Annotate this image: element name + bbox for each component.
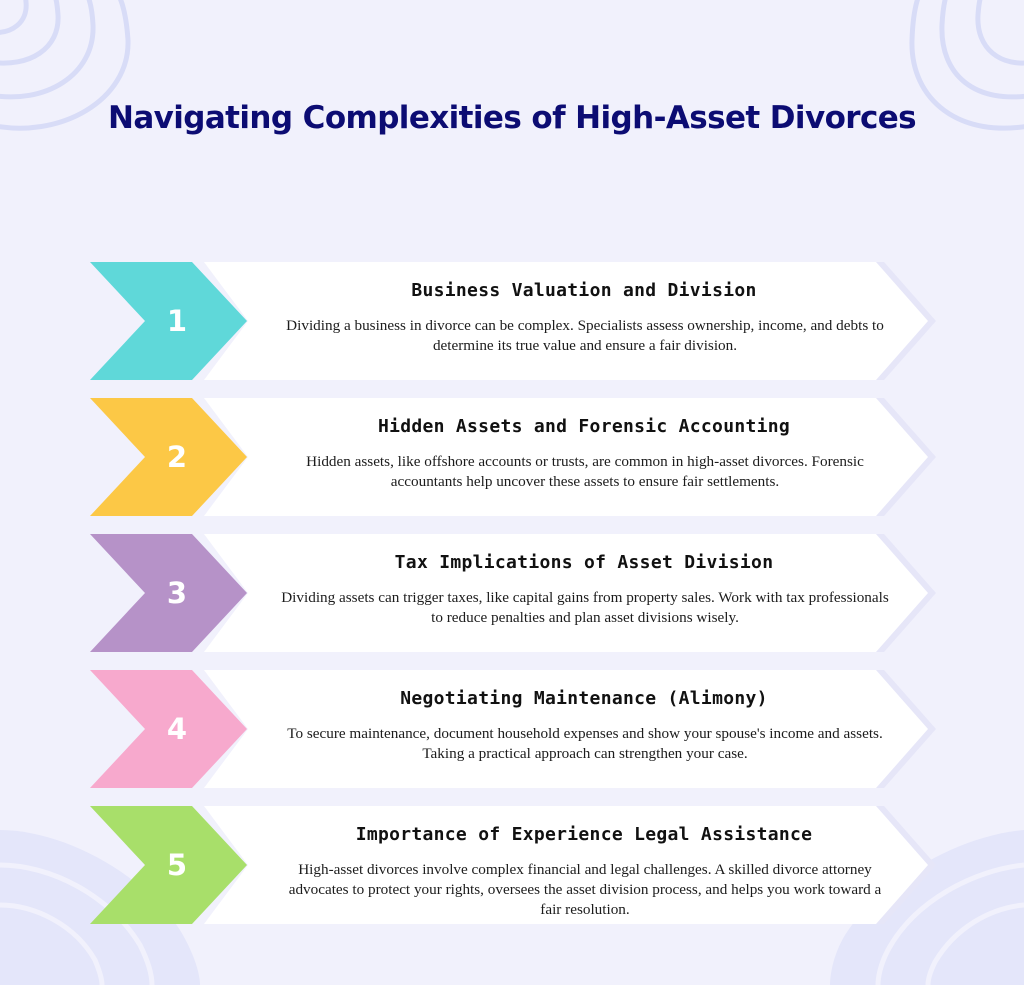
step-number: 1	[166, 304, 188, 338]
chevron-marker	[90, 534, 247, 652]
step-heading: Importance of Experience Legal Assistanc…	[355, 824, 813, 845]
step-heading: Hidden Assets and Forensic Accounting	[377, 416, 791, 437]
step-description: Hidden assets, like offshore accounts or…	[306, 453, 864, 490]
step-heading: Negotiating Maintenance (Alimony)	[400, 688, 768, 709]
step-heading: Business Valuation and Division	[411, 280, 757, 301]
chevron-marker	[90, 670, 247, 788]
card-background	[204, 534, 928, 652]
step-description: To secure maintenance, document househol…	[287, 725, 883, 762]
card-background	[204, 398, 928, 516]
step-card-2: 2 Hidden Assets and Forensic Accounting …	[0, 398, 1024, 516]
step-description: High-asset divorces involve complex fina…	[288, 861, 882, 918]
step-card-4: 4 Negotiating Maintenance (Alimony) To s…	[0, 670, 1024, 788]
step-3-shape	[90, 534, 936, 652]
step-heading: Tax Implications of Asset Division	[394, 552, 774, 573]
step-card-5: 5 Importance of Experience Legal Assista…	[0, 806, 1024, 924]
card-background	[204, 262, 928, 380]
chevron-marker	[90, 398, 247, 516]
step-2-shape	[90, 398, 936, 516]
chevron-marker	[90, 806, 247, 924]
step-card-1: 1 Business Valuation and Division Dividi…	[0, 262, 1024, 380]
step-number: 5	[166, 848, 188, 882]
page-title: Navigating Complexities of High-Asset Di…	[107, 100, 917, 136]
chevron-marker	[90, 262, 247, 380]
step-description: Dividing a business in divorce can be co…	[286, 317, 884, 354]
step-4-shape	[90, 670, 936, 788]
step-number: 3	[166, 576, 188, 610]
card-background	[204, 806, 928, 924]
step-5-shape	[90, 806, 936, 924]
step-1-shape	[90, 262, 936, 380]
step-number: 4	[166, 712, 188, 746]
card-background	[204, 670, 928, 788]
step-description: Dividing assets can trigger taxes, like …	[281, 589, 889, 626]
step-number: 2	[166, 440, 188, 474]
step-card-3: 3 Tax Implications of Asset Division Div…	[0, 534, 1024, 652]
